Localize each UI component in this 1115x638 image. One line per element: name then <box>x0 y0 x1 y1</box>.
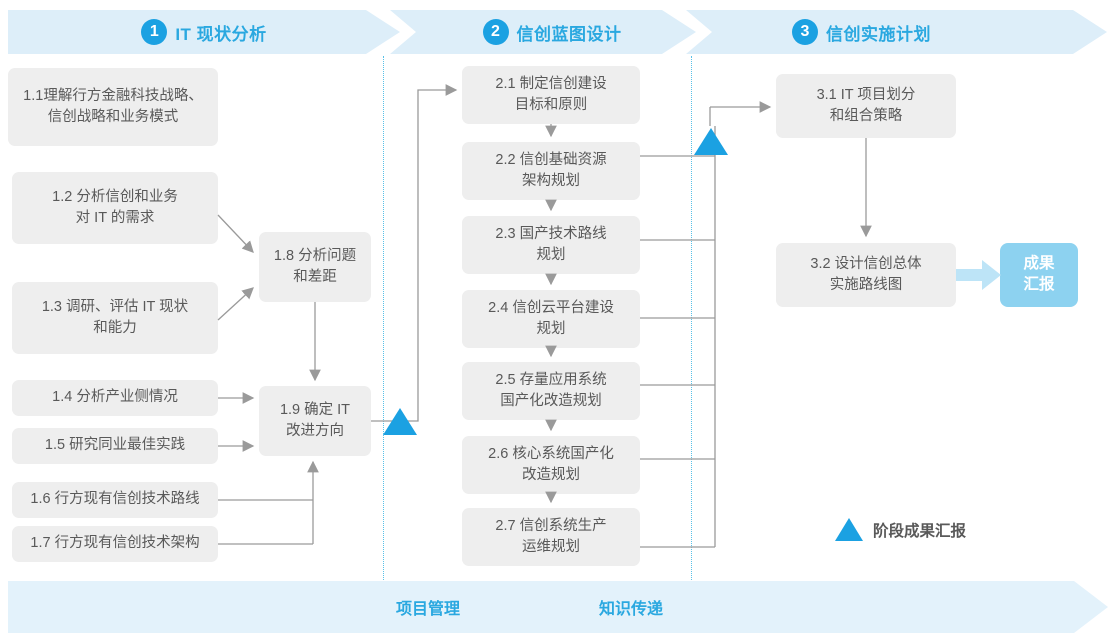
phase-number-2: 2 <box>482 19 509 45</box>
node-label: 2.1 制定信创建设 目标和原则 <box>495 75 607 113</box>
phase-title-2: 信创蓝图设计 <box>516 24 622 44</box>
node-1-3[interactable]: 1.3 调研、评估 IT 现状 和能力 <box>12 282 218 354</box>
node-1-9[interactable]: 1.9 确定 IT 改进方向 <box>259 386 371 456</box>
phase-title-1: IT 现状分析 <box>175 24 267 44</box>
node-1-4[interactable]: 1.4 分析产业侧情况 <box>12 380 218 416</box>
node-3-1[interactable]: 3.1 IT 项目划分 和组合策略 <box>776 74 956 138</box>
node-2-1[interactable]: 2.1 制定信创建设 目标和原则 <box>462 66 640 124</box>
node-label: 1.6 行方现有信创技术路线 <box>30 491 200 508</box>
node-label: 1.5 研究同业最佳实践 <box>44 437 186 454</box>
node-label: 1.1理解行方金融科技战略、 信创战略和业务模式 <box>23 87 203 125</box>
legend-label: 阶段成果汇报 <box>873 522 967 540</box>
node-label: 1.8 分析问题 和差距 <box>273 247 357 285</box>
phase-banner-shape-1 <box>8 10 400 54</box>
legend: 阶段成果汇报 <box>835 518 966 541</box>
phase-header-2: 2 信创蓝图设计 <box>390 10 696 54</box>
phase-separator-1 <box>383 56 384 580</box>
node-label: 1.4 分析产业侧情况 <box>52 389 178 406</box>
node-label: 3.1 IT 项目划分 和组合策略 <box>816 86 916 124</box>
bottom-band-item-project-management[interactable]: 项目管理 <box>396 581 460 633</box>
node-label: 2.2 信创基础资源 架构规划 <box>495 151 607 189</box>
node-2-2[interactable]: 2.2 信创基础资源 架构规划 <box>462 142 640 200</box>
bottom-band-label: 知识传递 <box>599 601 664 618</box>
node-label: 1.2 分析信创和业务 对 IT 的需求 <box>52 188 178 226</box>
node-2-3[interactable]: 2.3 国产技术路线 规划 <box>462 216 640 274</box>
node-label: 1.9 确定 IT 改进方向 <box>279 401 351 439</box>
phase-header-3: 3 信创实施计划 <box>686 10 1107 54</box>
bottom-band-shape <box>8 581 1108 633</box>
bottom-band: 项目管理 知识传递 <box>8 581 1108 633</box>
node-2-4[interactable]: 2.4 信创云平台建设 规划 <box>462 290 640 348</box>
phase-title-3: 信创实施计划 <box>826 24 931 44</box>
bottom-band-item-knowledge-transfer[interactable]: 知识传递 <box>599 581 663 633</box>
node-label: 2.3 国产技术路线 规划 <box>495 225 607 263</box>
node-label: 3.2 设计信创总体 实施路线图 <box>810 255 922 293</box>
node-label: 2.5 存量应用系统 国产化改造规划 <box>495 371 607 409</box>
node-1-7[interactable]: 1.7 行方现有信创技术架构 <box>12 526 218 562</box>
phase-banner-shape-2 <box>390 10 696 54</box>
node-1-5[interactable]: 1.5 研究同业最佳实践 <box>12 428 218 464</box>
node-label: 2.7 信创系统生产 运维规划 <box>495 517 607 555</box>
bottom-band-label: 项目管理 <box>396 601 461 618</box>
phase-banner-shape-3 <box>686 10 1107 54</box>
node-2-5[interactable]: 2.5 存量应用系统 国产化改造规划 <box>462 362 640 420</box>
node-1-8[interactable]: 1.8 分析问题 和差距 <box>259 232 371 302</box>
node-label: 1.3 调研、评估 IT 现状 和能力 <box>41 298 189 336</box>
node-2-6[interactable]: 2.6 核心系统国产化 改造规划 <box>462 436 640 494</box>
node-1-2[interactable]: 1.2 分析信创和业务 对 IT 的需求 <box>12 172 218 244</box>
phase-number-1: 1 <box>141 19 168 45</box>
node-result-report[interactable]: 成果 汇报 <box>1000 243 1078 307</box>
milestone-triangle-phase2-icon <box>694 128 728 155</box>
node-1-6[interactable]: 1.6 行方现有信创技术路线 <box>12 482 218 518</box>
node-label: 1.7 行方现有信创技术架构 <box>30 535 200 552</box>
milestone-triangle-phase1-icon <box>383 408 417 435</box>
node-3-2[interactable]: 3.2 设计信创总体 实施路线图 <box>776 243 956 307</box>
phase-header-1: 1 IT 现状分析 <box>8 10 400 54</box>
phase-number-3: 3 <box>792 19 818 45</box>
node-label: 2.6 核心系统国产化 改造规划 <box>488 445 614 483</box>
node-label: 2.4 信创云平台建设 规划 <box>488 299 614 337</box>
legend-triangle-icon <box>835 518 863 541</box>
node-label: 成果 汇报 <box>1023 255 1055 293</box>
node-1-1[interactable]: 1.1理解行方金融科技战略、 信创战略和业务模式 <box>8 68 218 146</box>
node-2-7[interactable]: 2.7 信创系统生产 运维规划 <box>462 508 640 566</box>
result-arrow-icon <box>956 260 1001 290</box>
